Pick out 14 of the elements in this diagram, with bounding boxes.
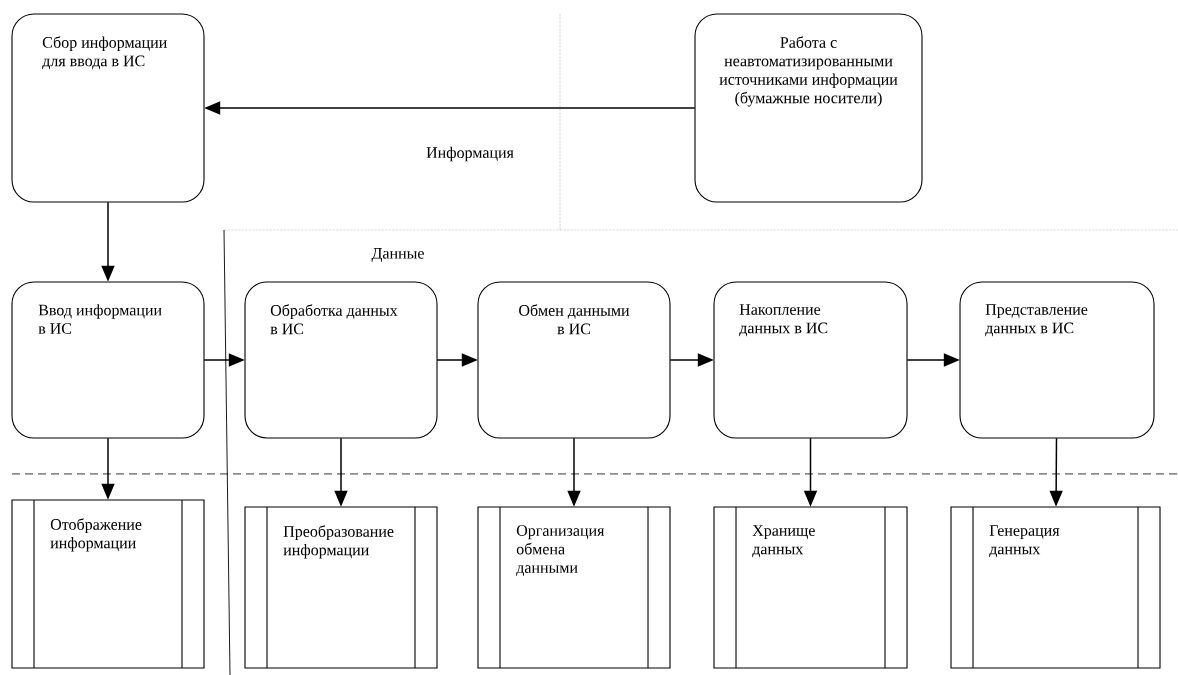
process-box: Накопление данных в ИС [713,281,908,439]
predefined-process-box: Хранище данных [713,506,908,669]
predefined-process-box: Генерация данных [950,506,1161,669]
process-box: Работа с неавтоматизированными источниками информации (бумажные носители) [694,13,923,203]
predefined-process-box: Преобразование информации [244,506,438,669]
process-box: Сбор информации для ввода в ИС [11,13,205,203]
process-box: Ввод информации в ИС [11,281,205,439]
predefined-process-box: Организация обмена данными [477,506,671,669]
area-label: Информация [426,146,514,162]
process-box: Обмен данными в ИС [477,281,671,439]
area-label: Данные [371,248,424,262]
predefined-process-box: Отображение информации [11,499,205,669]
process-box: Представление данных в ИС [959,281,1155,439]
process-box: Обработка данных в ИС [244,281,438,439]
